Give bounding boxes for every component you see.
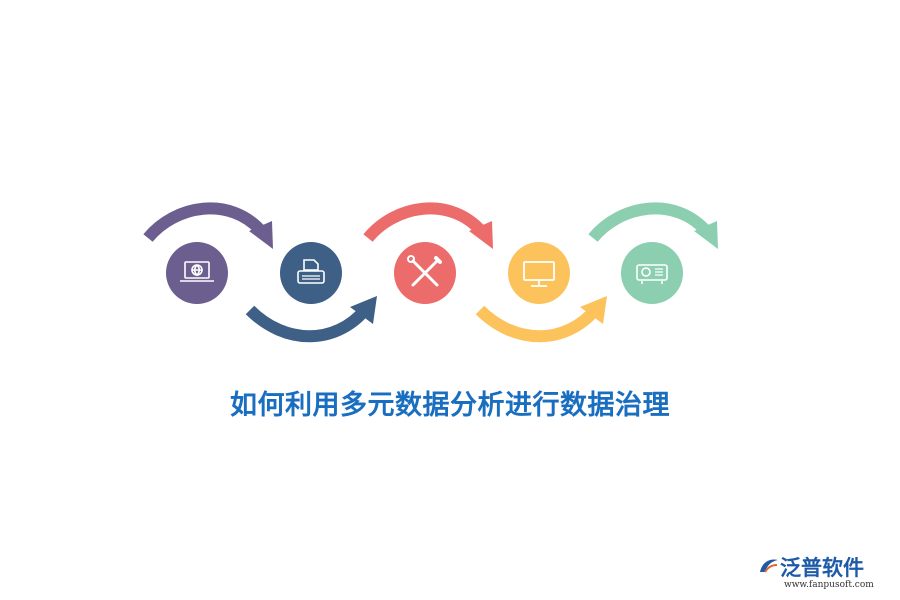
arrow-head-2 — [350, 296, 377, 324]
step-circle-5 — [621, 242, 683, 304]
printer-icon — [297, 259, 325, 284]
arrow-step-1 — [143, 202, 267, 242]
step-circle-1 — [166, 242, 228, 304]
tools-icon — [407, 255, 442, 287]
arrow-head-5 — [694, 221, 718, 249]
brand-logo-icon — [760, 559, 778, 573]
brand-name: 泛普软件 — [780, 556, 864, 580]
arrow-step-4 — [475, 305, 600, 343]
arrow-head-4 — [580, 296, 607, 324]
arrow-step-3 — [363, 202, 487, 242]
page-title: 如何利用多元数据分析进行数据治理 — [230, 390, 670, 421]
arrow-step-2 — [245, 305, 370, 343]
monitor-icon — [523, 261, 555, 287]
step-circle-2 — [280, 242, 342, 304]
arrow-head-1 — [249, 221, 273, 249]
laptop-globe-icon — [180, 261, 214, 282]
brand-url: www.fanpusoft.com — [784, 580, 874, 590]
projector-icon — [636, 264, 668, 284]
step-circle-4 — [508, 242, 570, 304]
arrow-head-3 — [469, 221, 493, 249]
arrow-step-5 — [588, 202, 712, 242]
brand-watermark: 泛普软件 www.fanpusoft.com — [756, 552, 886, 596]
